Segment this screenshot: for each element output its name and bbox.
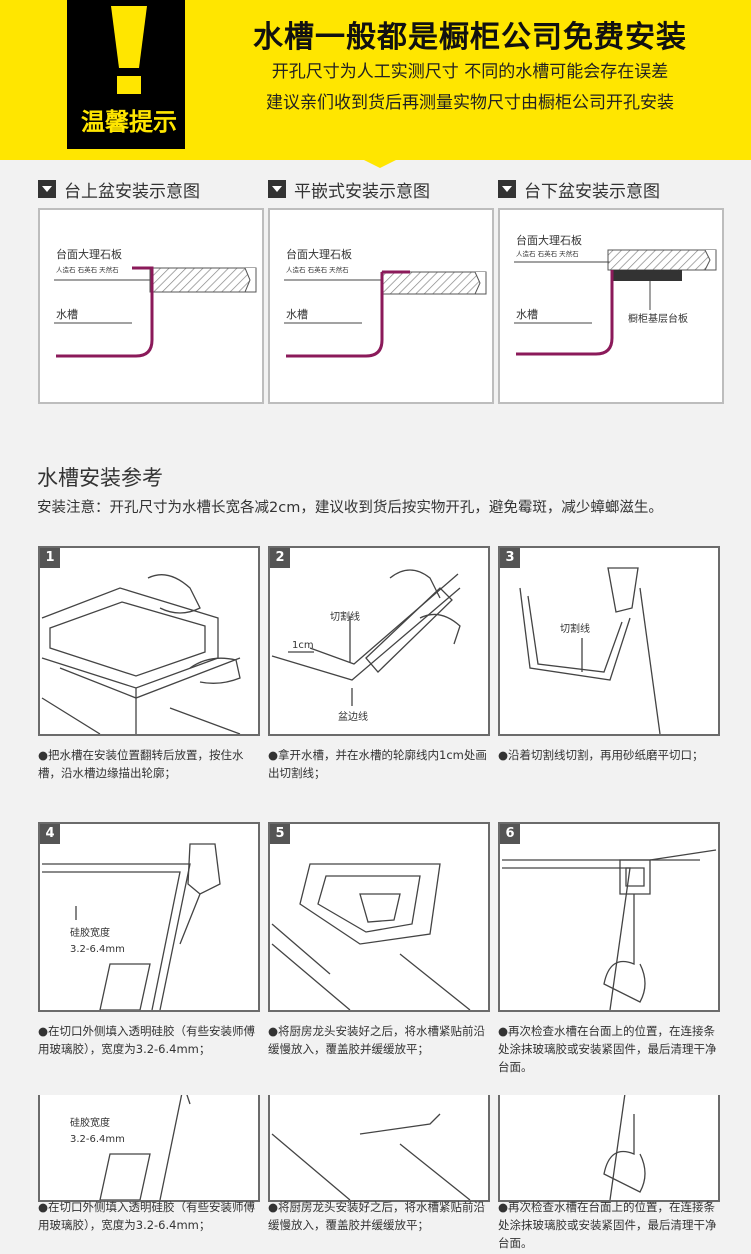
glue-width-value: 3.2-6.4mm [70, 944, 125, 955]
step-panel-6: 6 [498, 822, 720, 1012]
step-illustration: 切割线 1cm 盆边线 [271, 569, 461, 723]
glue-width-label: 硅胶宽度 [70, 1116, 110, 1129]
step-number: 3 [500, 548, 520, 568]
material-label: 人造石 石英石 天然石 [516, 249, 579, 258]
material-label: 人造石 石英石 天然石 [56, 265, 119, 274]
step-caption-5: ●将厨房龙头安装好之后，将水槽紧贴前沿缓慢放入，覆盖胶并缓缓放平； [268, 1024, 486, 1056]
type-diagram: 台面大理石板 人造石 石英石 天然石 橱柜基层台板 水槽 [498, 208, 724, 404]
banner-notch [320, 138, 440, 168]
type-flushmount: 平嵌式安装示意图 台面大理石板 人造石 石英石 天然石 水槽 [268, 177, 496, 404]
type-diagram: 台面大理石板 人造石 石英石 天然石 水槽 [38, 208, 264, 404]
strip-caption-4: ●在切口外侧填入透明硅胶（有些安装师傅用玻璃胶），宽度为3.2-6.4mm； [38, 1200, 256, 1232]
step-illustration [41, 574, 241, 734]
step-panel-4: 硅胶宽度 3.2-6.4mm 4 [38, 822, 260, 1012]
step-illustration [502, 849, 717, 1010]
cut-line-label: 切割线 [330, 610, 360, 623]
strip-panel-5 [268, 1095, 490, 1202]
step-caption-3: ●沿着切割线切割，再用砂纸磨平切口； [498, 748, 704, 762]
material-label: 人造石 石英石 天然石 [286, 265, 349, 274]
type-title: 平嵌式安装示意图 [294, 181, 430, 202]
strip-panel-6 [498, 1095, 720, 1202]
step-illustration: 硅胶宽度 3.2-6.4mm [42, 843, 221, 1010]
step-illustration [271, 1113, 471, 1200]
banner-line-2: 建议亲们收到货后再测量实物尺寸由橱柜公司开孔安装 [266, 93, 674, 113]
step-caption-4: ●在切口外侧填入透明硅胶（有些安装师傅用玻璃胶），宽度为3.2-6.4mm； [38, 1024, 256, 1056]
warning-badge: 温馨提示 [64, 0, 188, 152]
glue-width-label: 硅胶宽度 [70, 926, 110, 939]
glue-width-value: 3.2-6.4mm [70, 1134, 125, 1145]
step-panel-5: 5 [268, 822, 490, 1012]
type-title: 台上盆安装示意图 [64, 181, 200, 202]
step-illustration: 切割线 [519, 567, 661, 734]
reference-note: 安装注意：开孔尺寸为水槽长宽各减2cm，建议收到货后按实物开孔，避免霉斑，减少蟑… [37, 500, 663, 516]
exclamation-icon [111, 6, 147, 94]
repeated-strip: 硅胶宽度 3.2-6.4mm ●在切口外侧填入透明硅胶（有些安装师傅用玻璃胶），… [0, 1095, 751, 1254]
strip-caption-6: ●再次检查水槽在台面上的位置，在连接条处涂抹玻璃胶或安装紧固件，最后清理干净台面… [498, 1200, 717, 1250]
type-undermount: 台下盆安装示意图 台面大理石板 人造石 石英石 天然石 橱柜基层台板 水槽 [498, 177, 726, 404]
step-panel-1: 1 [38, 546, 260, 736]
step-number: 1 [40, 548, 60, 568]
step-caption-1: ●把水槽在安装位置翻转后放置，按住水槽，沿水槽边缘描出轮廓； [38, 748, 244, 780]
type-title: 台下盆安装示意图 [524, 181, 660, 202]
strip-panel-4: 硅胶宽度 3.2-6.4mm [38, 1095, 260, 1202]
sink-label: 水槽 [56, 308, 78, 321]
reference-title: 水槽安装参考 [37, 466, 163, 490]
step-illustration [603, 1095, 646, 1200]
step-panel-2: 切割线 1cm 盆边线 2 [268, 546, 490, 736]
base-board-label: 橱柜基层台板 [628, 312, 688, 325]
sink-label: 水槽 [286, 308, 308, 321]
triangle-down-icon [38, 180, 56, 198]
counter-label: 台面大理石板 [56, 247, 122, 261]
step-illustration: 硅胶宽度 3.2-6.4mm [70, 1095, 191, 1200]
step-number: 2 [270, 548, 290, 568]
warning-label: 温馨提示 [79, 104, 179, 140]
triangle-down-icon [498, 180, 516, 198]
strip-caption-5: ●将厨房龙头安装好之后，将水槽紧贴前沿缓慢放入，覆盖胶并缓缓放平； [268, 1200, 486, 1232]
step-illustration [271, 863, 471, 1010]
type-diagram: 台面大理石板 人造石 石英石 天然石 水槽 [268, 208, 494, 404]
triangle-down-icon [268, 180, 286, 198]
step-caption-6: ●再次检查水槽在台面上的位置，在连接条处涂抹玻璃胶或安装紧固件，最后清理干净台面… [498, 1024, 717, 1074]
counter-label: 台面大理石板 [286, 247, 352, 261]
cut-line-label: 切割线 [560, 622, 590, 635]
type-topmount: 台上盆安装示意图 台面大理石板 人造石 石英石 天然石 水槽 [38, 177, 266, 404]
step-number: 6 [500, 824, 520, 844]
step-number: 5 [270, 824, 290, 844]
sink-label: 水槽 [516, 308, 538, 321]
step-number: 4 [40, 824, 60, 844]
step-panel-3: 切割线 3 [498, 546, 720, 736]
banner-line-1: 开孔尺寸为人工实测尺寸 不同的水槽可能会存在误差 [271, 62, 669, 82]
step-caption-2: ●拿开水槽，并在水槽的轮廓线内1cm处画出切割线； [268, 748, 487, 780]
rim-line-label: 盆边线 [338, 710, 368, 723]
banner-title: 水槽一般都是橱柜公司免费安装 [253, 20, 687, 55]
one-cm-label: 1cm [292, 640, 314, 651]
counter-label: 台面大理石板 [516, 233, 582, 247]
